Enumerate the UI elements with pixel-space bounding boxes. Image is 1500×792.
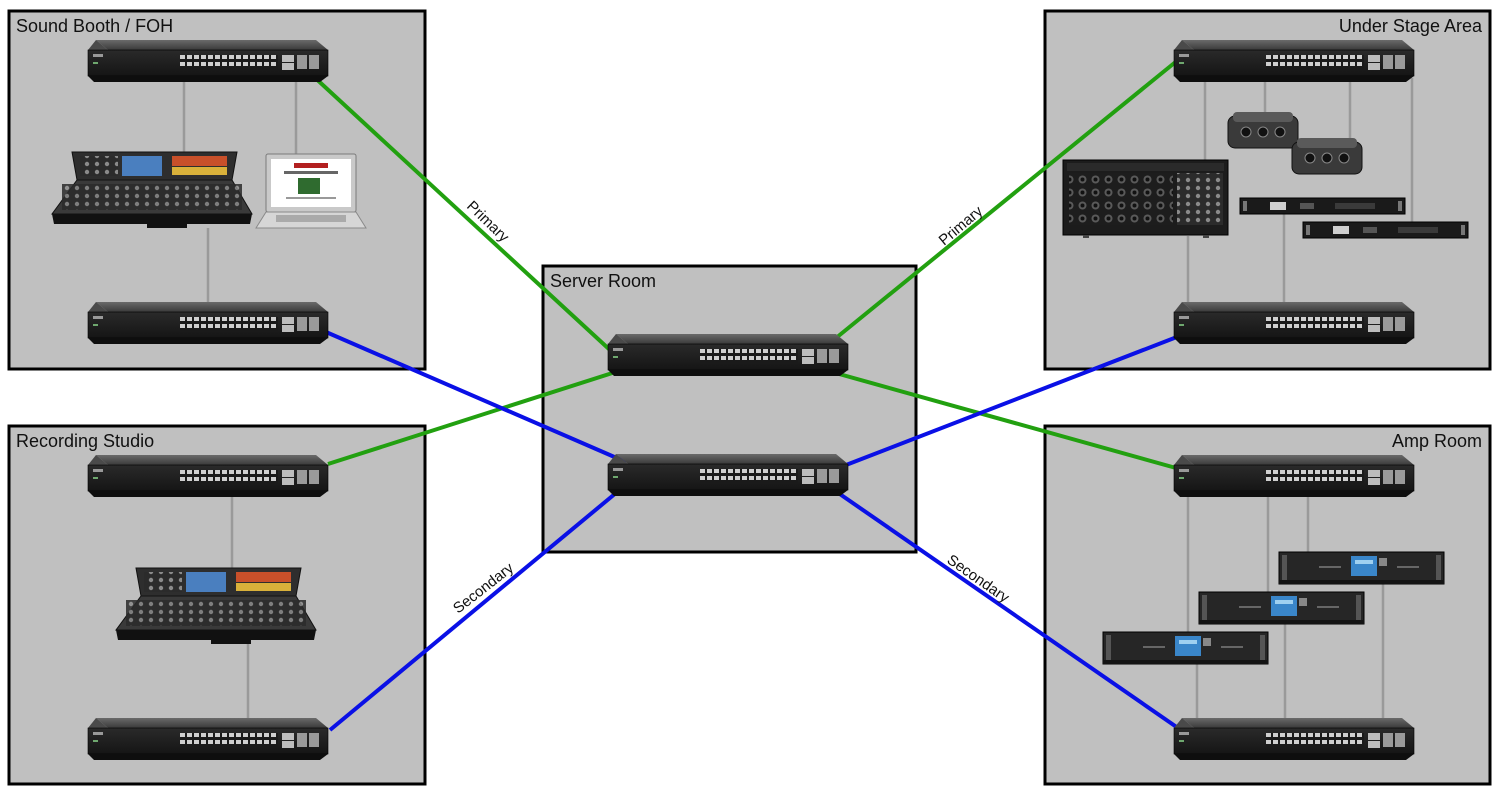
room-label-amp: Amp Room	[1392, 431, 1482, 451]
link-studio-secondary	[328, 486, 624, 732]
network-switch-icon	[1173, 717, 1415, 761]
network-switch-icon	[1173, 454, 1415, 498]
link-foh-secondary	[325, 330, 627, 464]
link-stage-secondary	[845, 333, 1183, 467]
mixing-console-icon	[51, 151, 253, 229]
network-switch-icon	[1173, 301, 1415, 345]
io-rack-icon	[1062, 159, 1229, 239]
network-switch-icon	[87, 301, 329, 345]
power-amplifier-icon	[1278, 551, 1445, 585]
mixing-console-icon	[115, 567, 317, 645]
link-label-studio-secondary: Secondary	[450, 559, 517, 617]
link-label-stage-primary: Primary	[936, 203, 987, 250]
network-switch-icon	[1173, 39, 1415, 83]
drop-cables	[182, 78, 1414, 722]
link-foh-primary	[310, 73, 612, 352]
power-amplifier-icon	[1198, 591, 1365, 625]
secondary-links	[325, 330, 1183, 732]
network-switch-icon	[607, 453, 849, 497]
network-switch-icon	[87, 39, 329, 83]
primary-links	[310, 58, 1180, 470]
room-label-stage: Under Stage Area	[1339, 16, 1483, 36]
link-amp-primary	[831, 370, 1177, 470]
wireless-receiver-icon	[1302, 221, 1469, 239]
link-label-amp-secondary: Secondary	[944, 551, 1013, 606]
laptop-icon	[255, 153, 367, 229]
wireless-receiver-icon	[1239, 197, 1406, 215]
room-label-server: Server Room	[550, 271, 656, 291]
link-stage-primary	[834, 58, 1180, 340]
network-switch-icon	[607, 333, 849, 377]
room-label-studio: Recording Studio	[16, 431, 154, 451]
stagebox-icon	[1291, 137, 1363, 175]
power-amplifier-icon	[1102, 631, 1269, 665]
link-amp-secondary	[832, 488, 1180, 730]
stagebox-icon	[1227, 111, 1299, 149]
network-switch-icon	[87, 717, 329, 761]
network-switch-icon	[87, 454, 329, 498]
room-label-foh: Sound Booth / FOH	[16, 16, 173, 36]
link-studio-primary	[327, 366, 629, 466]
